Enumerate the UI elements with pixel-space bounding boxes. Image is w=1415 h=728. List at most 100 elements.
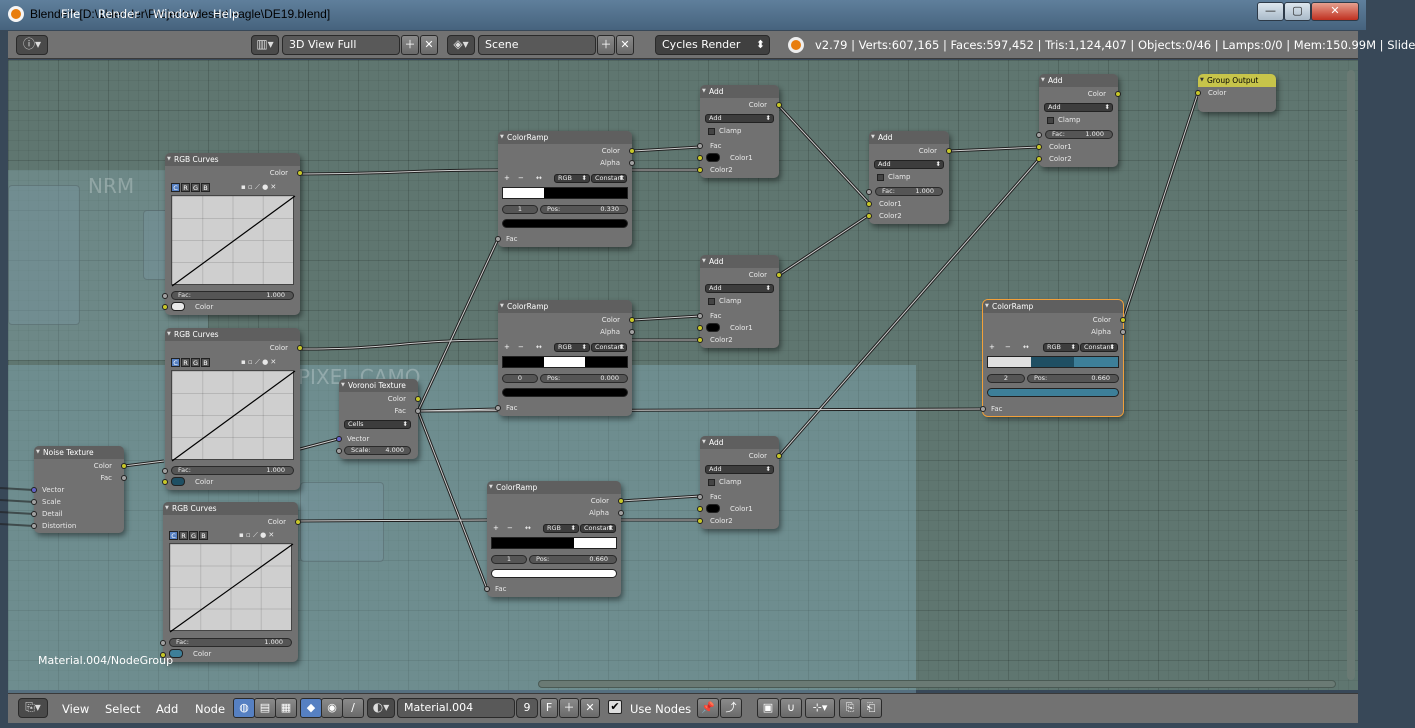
color-socket[interactable]: [162, 304, 168, 310]
menu-add[interactable]: Add: [156, 702, 179, 716]
material-browse-icon[interactable]: ◐▾: [367, 698, 395, 718]
stop-index-field[interactable]: 2: [987, 374, 1025, 383]
fac-socket[interactable]: [162, 468, 168, 474]
stop-color-swatch[interactable]: [502, 219, 628, 228]
color2-socket[interactable]: [866, 213, 872, 219]
alpha-output-socket[interactable]: [629, 160, 635, 166]
color1-socket[interactable]: [697, 155, 703, 161]
vector-socket[interactable]: [336, 436, 342, 442]
color-swatch[interactable]: [171, 302, 185, 311]
stop-color-swatch[interactable]: [491, 569, 617, 578]
color-swatch[interactable]: [171, 477, 185, 486]
channel-b-button[interactable]: B: [199, 531, 208, 540]
snap-element-icon[interactable]: ⊹▾: [805, 698, 835, 718]
color-mode-dropdown[interactable]: RGB⬍: [554, 174, 590, 183]
fac-input-socket[interactable]: [495, 405, 501, 411]
voronoi-texture-node[interactable]: Voronoi Texture Color Fac Cells⬍ Vector …: [336, 379, 421, 459]
channel-c-button[interactable]: C: [171, 183, 180, 192]
color-input-socket[interactable]: [1195, 90, 1201, 96]
channel-g-button[interactable]: G: [189, 531, 198, 540]
channel-b-button[interactable]: B: [201, 358, 210, 367]
unlink-material-icon[interactable]: ✕: [580, 698, 600, 718]
menu-node[interactable]: Node: [195, 702, 226, 716]
color1-socket[interactable]: [697, 325, 703, 331]
delete-screen-icon[interactable]: ✕: [420, 35, 438, 55]
flip-ramp-button[interactable]: ↔: [536, 343, 542, 351]
fac-field[interactable]: Fac:1.000: [1045, 130, 1113, 139]
fac-socket[interactable]: [697, 313, 703, 319]
vertical-scrollbar[interactable]: [1347, 70, 1355, 680]
color-output-socket[interactable]: [776, 102, 782, 108]
fac-field[interactable]: Fac:1.000: [169, 638, 292, 647]
stop-index-field[interactable]: 1: [491, 555, 527, 564]
rgb-curves-node[interactable]: RGB Curves Color C R G B ▪ ▫ ⟋ ● ✕ Fac:1…: [162, 328, 303, 490]
curve-widget[interactable]: [171, 195, 296, 287]
copy-nodes-icon[interactable]: ⎘: [839, 698, 861, 718]
color1-socket[interactable]: [697, 506, 703, 512]
mix-add-node[interactable]: Add Color Add⬍ Clamp Fac Color1 Color2: [697, 255, 782, 348]
color-output-socket[interactable]: [121, 463, 127, 469]
snap-icon[interactable]: ▣: [757, 698, 779, 718]
fake-user-button[interactable]: F: [540, 698, 558, 718]
output-socket[interactable]: [295, 519, 301, 525]
compositing-nodes-icon[interactable]: ▤: [254, 698, 276, 718]
fac-field[interactable]: Fac:1.000: [875, 187, 943, 196]
interpolation-dropdown[interactable]: Constant⬍: [591, 174, 627, 183]
color1-swatch[interactable]: [706, 504, 720, 513]
menu-view[interactable]: View: [62, 702, 90, 716]
add-stop-button[interactable]: +: [989, 343, 995, 351]
fac-input-socket[interactable]: [484, 586, 490, 592]
color-ramp-gradient[interactable]: [502, 187, 628, 199]
render-engine-select[interactable]: Cycles Render⬍: [655, 35, 770, 55]
alpha-output-socket[interactable]: [618, 510, 624, 516]
stop-position-field[interactable]: Pos:0.000: [540, 374, 628, 383]
screen-layout-icon[interactable]: ▥▾: [251, 35, 279, 55]
curve-tools-icon[interactable]: ▪ ▫ ⟋ ● ✕: [241, 358, 277, 366]
clamp-checkbox[interactable]: [708, 128, 715, 135]
detail-socket[interactable]: [31, 511, 37, 517]
channel-c-button[interactable]: C: [169, 531, 178, 540]
add-scene-icon[interactable]: ＋: [597, 35, 615, 55]
color-ramp-gradient[interactable]: [491, 537, 617, 549]
color-socket[interactable]: [160, 652, 166, 658]
mix-add-node[interactable]: Add Color Add⬍ Clamp Fac Color1 Color2: [697, 436, 782, 529]
interpolation-dropdown[interactable]: Constant⬍: [1080, 343, 1118, 352]
mix-add-node[interactable]: Add Color Add⬍ Clamp Fac Color1 Color2: [697, 85, 782, 178]
scale-field[interactable]: Scale:4.000: [344, 446, 411, 455]
add-stop-button[interactable]: +: [504, 343, 510, 351]
blend-mode-dropdown[interactable]: Add⬍: [874, 160, 944, 169]
paste-nodes-icon[interactable]: ⎗: [860, 698, 882, 718]
color1-swatch[interactable]: [706, 153, 720, 162]
color-swatch[interactable]: [169, 649, 183, 658]
scale-socket[interactable]: [31, 499, 37, 505]
stop-color-swatch[interactable]: [987, 388, 1119, 397]
color1-socket[interactable]: [1036, 144, 1042, 150]
use-nodes-checkbox[interactable]: ✔: [608, 700, 622, 714]
scene-field[interactable]: Scene: [478, 35, 596, 55]
color-output-socket[interactable]: [415, 396, 421, 402]
scene-icon[interactable]: ◈▾: [447, 35, 475, 55]
fac-field[interactable]: Fac:1.000: [171, 466, 294, 475]
fac-socket[interactable]: [697, 494, 703, 500]
curve-widget[interactable]: [169, 543, 294, 633]
rgb-curves-node[interactable]: RGB Curves Color C R G B ▪ ▫ ⟋ ● ✕ Fac:1…: [162, 153, 303, 315]
color-output-socket[interactable]: [776, 453, 782, 459]
pin-icon[interactable]: 📌: [697, 698, 719, 718]
scale-socket[interactable]: [336, 448, 342, 454]
stop-position-field[interactable]: Pos:0.660: [529, 555, 617, 564]
new-material-icon[interactable]: ＋: [559, 698, 579, 718]
add-stop-button[interactable]: +: [493, 524, 499, 532]
rgb-curves-node[interactable]: RGB Curves Color C R G B ▪ ▫ ⟋ ● ✕ Fac:1…: [160, 502, 301, 662]
add-screen-icon[interactable]: ＋: [401, 35, 419, 55]
fac-input-socket[interactable]: [495, 236, 501, 242]
channel-c-button[interactable]: C: [171, 358, 180, 367]
add-stop-button[interactable]: +: [504, 174, 510, 182]
clamp-checkbox[interactable]: [1047, 117, 1054, 124]
color2-socket[interactable]: [1036, 156, 1042, 162]
color-output-socket[interactable]: [776, 272, 782, 278]
color-output-socket[interactable]: [629, 148, 635, 154]
menu-window[interactable]: Window: [153, 7, 199, 21]
fac-socket[interactable]: [162, 293, 168, 299]
distortion-socket[interactable]: [31, 523, 37, 529]
fac-output-socket[interactable]: [415, 408, 421, 414]
